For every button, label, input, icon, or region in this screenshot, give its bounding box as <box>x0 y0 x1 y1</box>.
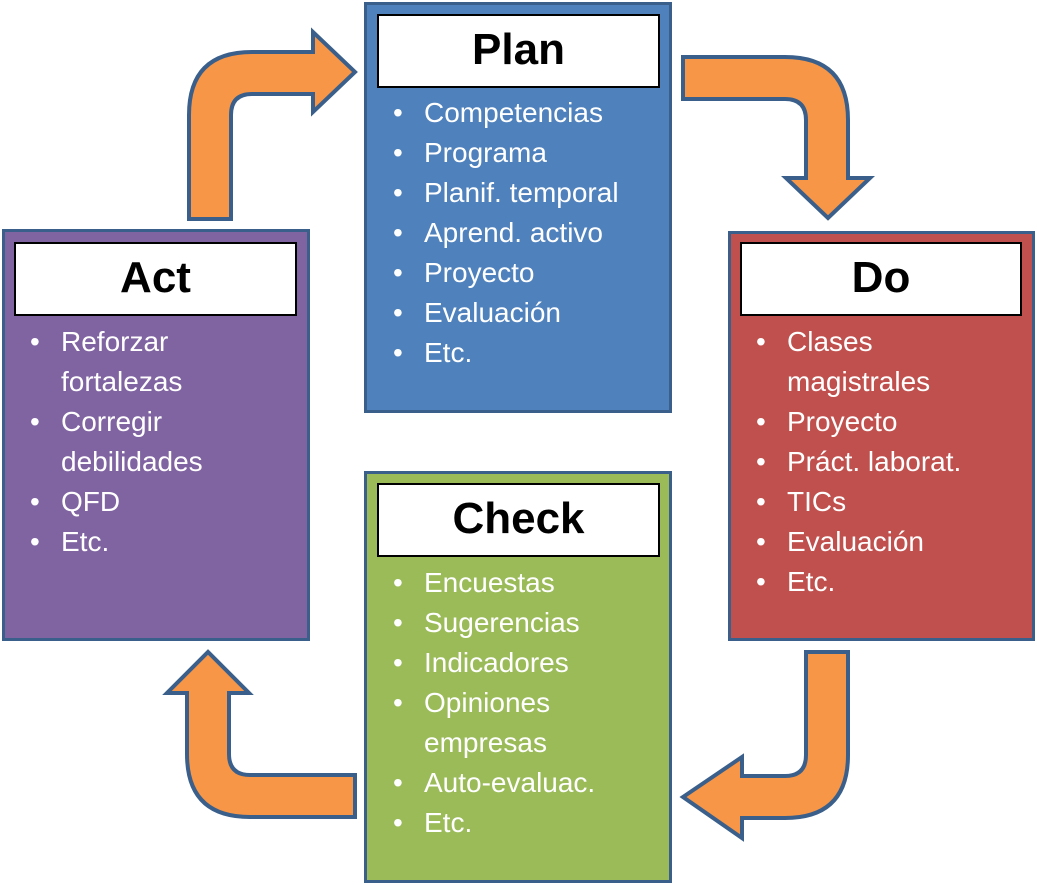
list-item: Corregir debilidades <box>30 402 230 482</box>
check-list: Encuestas Sugerencias Indicadores Opinio… <box>393 563 633 843</box>
act-list: Reforzar fortalezas Corregir debilidades… <box>30 322 230 562</box>
list-item: Competencias <box>393 93 663 133</box>
list-item: Reforzar fortalezas <box>30 322 230 402</box>
do-list: Clases magistrales Proyecto Práct. labor… <box>756 322 996 602</box>
list-item: Evaluación <box>756 522 996 562</box>
arrow-plan-to-do <box>681 55 875 221</box>
arrow-do-to-check <box>679 650 850 842</box>
list-item: TICs <box>756 482 996 522</box>
list-item: Encuestas <box>393 563 633 603</box>
list-item: Práct. laborat. <box>756 442 996 482</box>
list-item: Programa <box>393 133 663 173</box>
list-item: Sugerencias <box>393 603 633 643</box>
check-title: Check <box>377 483 660 557</box>
list-item: Evaluación <box>393 293 663 333</box>
list-item: Auto-evaluac. <box>393 763 633 803</box>
list-item: Planif. temporal <box>393 173 663 213</box>
plan-list: Competencias Programa Planif. temporal A… <box>393 93 663 373</box>
list-item: QFD <box>30 482 230 522</box>
list-item: Indicadores <box>393 643 633 683</box>
plan-title: Plan <box>377 14 660 88</box>
list-item: Etc. <box>393 803 633 843</box>
list-item: Etc. <box>393 333 663 373</box>
arrow-check-to-act <box>162 649 357 819</box>
list-item: Etc. <box>30 522 230 562</box>
list-item: Opiniones empresas <box>393 683 633 763</box>
list-item: Clases magistrales <box>756 322 996 402</box>
do-title: Do <box>740 242 1022 316</box>
list-item: Proyecto <box>756 402 996 442</box>
act-title: Act <box>14 242 297 316</box>
arrow-act-to-plan <box>187 27 358 221</box>
list-item: Etc. <box>756 562 996 602</box>
list-item: Proyecto <box>393 253 663 293</box>
list-item: Aprend. activo <box>393 213 663 253</box>
